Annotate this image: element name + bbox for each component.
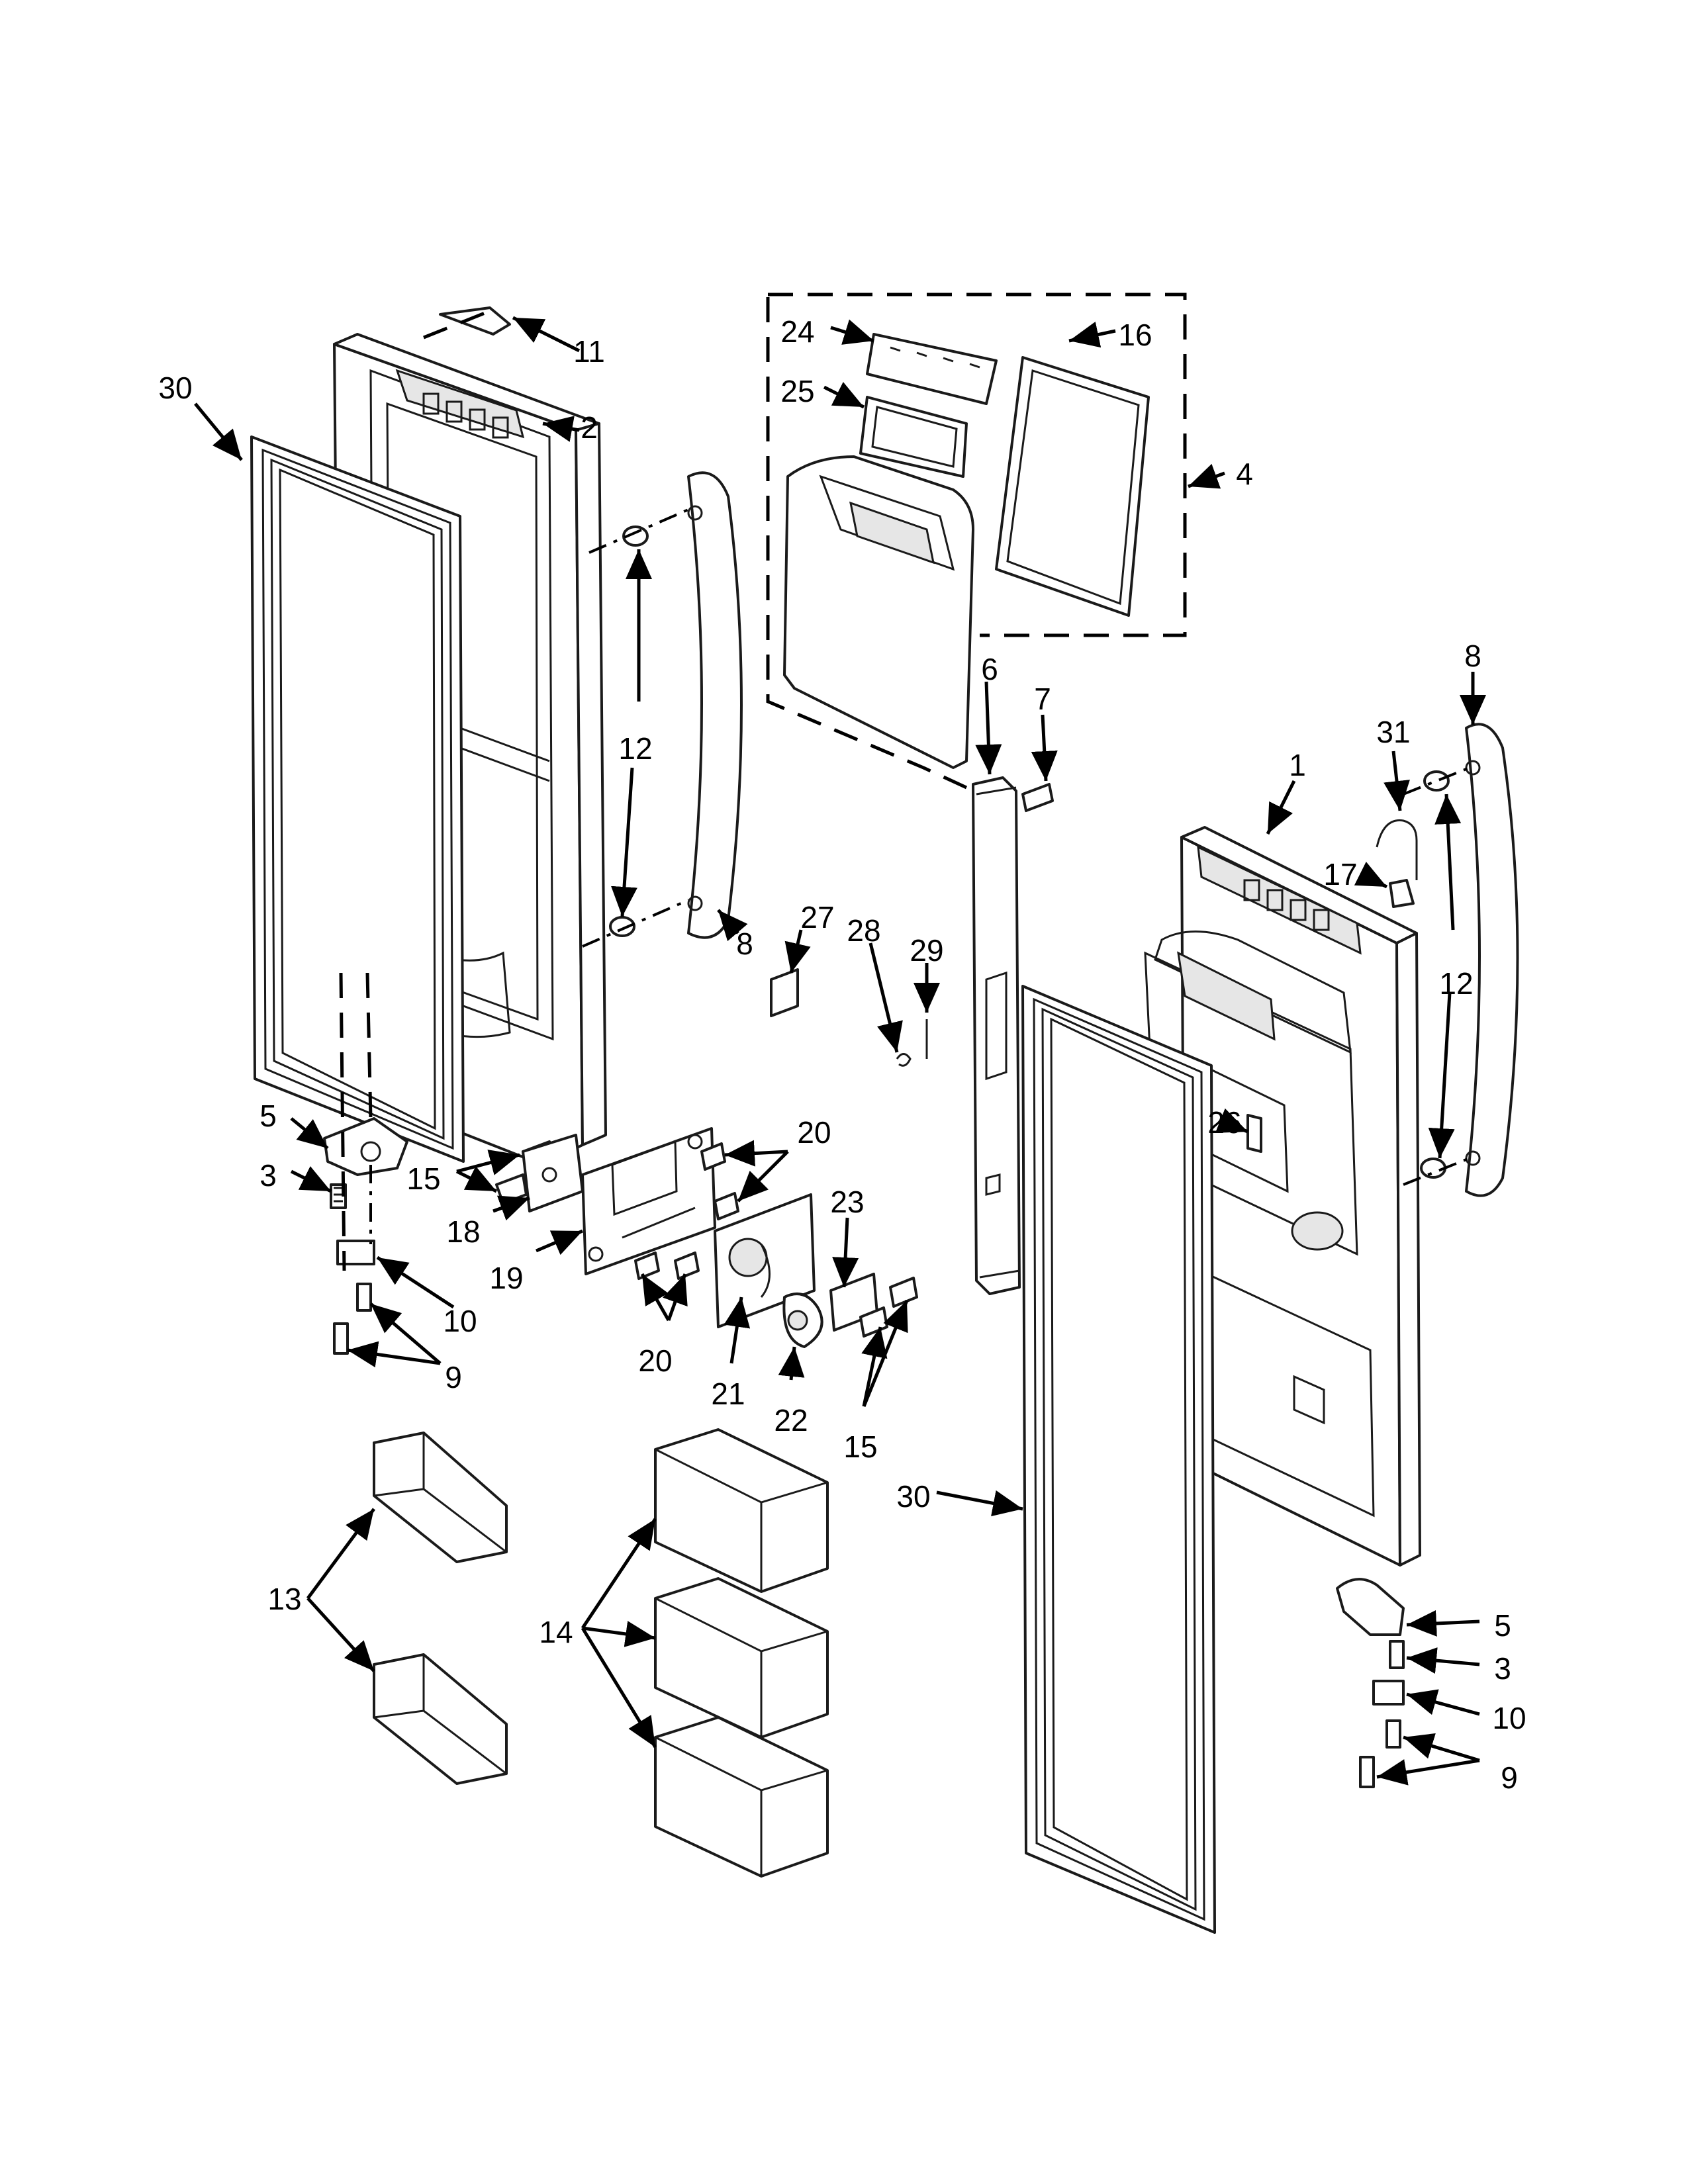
callout-c4: 4	[1236, 457, 1253, 491]
right-hinge-pin-10	[1372, 1680, 1405, 1706]
callout-c9-right: 9	[1501, 1760, 1518, 1795]
bin-13-upper	[373, 1432, 508, 1563]
callout-c11: 11	[573, 334, 605, 369]
left-door-handle	[687, 471, 743, 939]
callout-c20-top: 20	[797, 1115, 831, 1150]
callout-c10-right: 10	[1492, 1701, 1526, 1735]
screw-15b	[495, 1173, 528, 1205]
callout-c2: 2	[581, 410, 598, 445]
callout-c19: 19	[489, 1261, 523, 1295]
left-hinge-screw-9b	[333, 1322, 349, 1355]
right-door-assembly	[1021, 723, 1519, 1934]
left-hinge-pin-10	[336, 1240, 375, 1265]
left-door-gasket	[250, 435, 465, 1163]
seal-24	[866, 333, 998, 405]
bin-14-bottom	[654, 1716, 829, 1878]
gasket-16	[995, 356, 1150, 617]
right-door-top-vents	[1243, 879, 1330, 931]
screw-20b	[714, 1192, 739, 1220]
switch-26	[1246, 1114, 1262, 1153]
callout-c15-mid: 15	[843, 1430, 877, 1464]
callout-c30-left: 30	[158, 371, 192, 405]
callout-c15-left: 15	[406, 1161, 440, 1196]
callout-c24: 24	[780, 314, 814, 349]
clip-27	[770, 968, 799, 1017]
screw-20d	[674, 1251, 700, 1280]
callout-c14: 14	[539, 1615, 573, 1649]
callout-c29: 29	[910, 933, 943, 968]
right-hinge-5	[1336, 1578, 1405, 1636]
bin-14-middle	[654, 1577, 829, 1739]
callout-c26: 26	[1207, 1105, 1241, 1140]
right-door-liner	[1180, 836, 1401, 1567]
leader-lines	[194, 316, 1486, 1786]
center-mullion-6	[972, 776, 1021, 1295]
clip-28	[896, 1053, 912, 1067]
callout-c13: 13	[267, 1582, 301, 1616]
dispenser-subassembly-4	[766, 293, 1187, 790]
callout-c17: 17	[1323, 857, 1357, 891]
callout-c22: 22	[774, 1403, 808, 1437]
right-door-gasket	[1021, 985, 1216, 1934]
tube-31	[1376, 819, 1418, 880]
callout-c27: 27	[800, 900, 834, 934]
right-hinge-screw-3	[1389, 1640, 1405, 1669]
screw-20c	[634, 1251, 660, 1280]
right-hinge-screw-9b	[1359, 1756, 1375, 1788]
callout-c12-left: 12	[618, 731, 652, 766]
callout-c6: 6	[981, 652, 998, 686]
callout-c3-right: 3	[1494, 1651, 1511, 1686]
bin-13-lower	[373, 1653, 508, 1785]
callout-c12-right: 12	[1439, 966, 1473, 1001]
callout-c8-left: 8	[736, 927, 753, 961]
screw-15d	[889, 1277, 918, 1308]
callout-c5-left: 5	[259, 1099, 277, 1133]
top-cap	[439, 306, 511, 336]
callout-c3-left: 3	[259, 1158, 277, 1193]
callout-c1: 1	[1289, 748, 1306, 782]
bin-14-top	[654, 1428, 829, 1593]
callout-c23: 23	[830, 1185, 864, 1219]
callout-c21: 21	[711, 1377, 745, 1411]
knob-17	[1389, 879, 1415, 908]
callout-c18: 18	[446, 1214, 480, 1249]
left-hinge-screw-9a	[356, 1283, 372, 1312]
screw-7	[1021, 783, 1054, 812]
right-hinge-screw-9a	[1385, 1719, 1401, 1749]
callout-c28: 28	[847, 913, 880, 948]
callout-c25: 25	[780, 374, 814, 408]
right-door-handle	[1465, 723, 1519, 1197]
frame-25	[859, 396, 968, 478]
callout-c31: 31	[1376, 715, 1410, 749]
callout-c20-bottom: 20	[638, 1343, 672, 1378]
callout-c7: 7	[1034, 682, 1051, 716]
callout-c5-right: 5	[1494, 1608, 1511, 1643]
left-hinge-5	[323, 1117, 408, 1176]
callout-c16: 16	[1118, 318, 1152, 352]
callout-c10-left: 10	[443, 1304, 477, 1338]
left-door-assembly	[250, 306, 928, 1355]
left-door-top-vents	[422, 392, 509, 439]
callout-c9-left: 9	[445, 1360, 462, 1394]
callout-c30-right: 30	[896, 1479, 930, 1514]
callout-c8-right: 8	[1464, 639, 1481, 673]
